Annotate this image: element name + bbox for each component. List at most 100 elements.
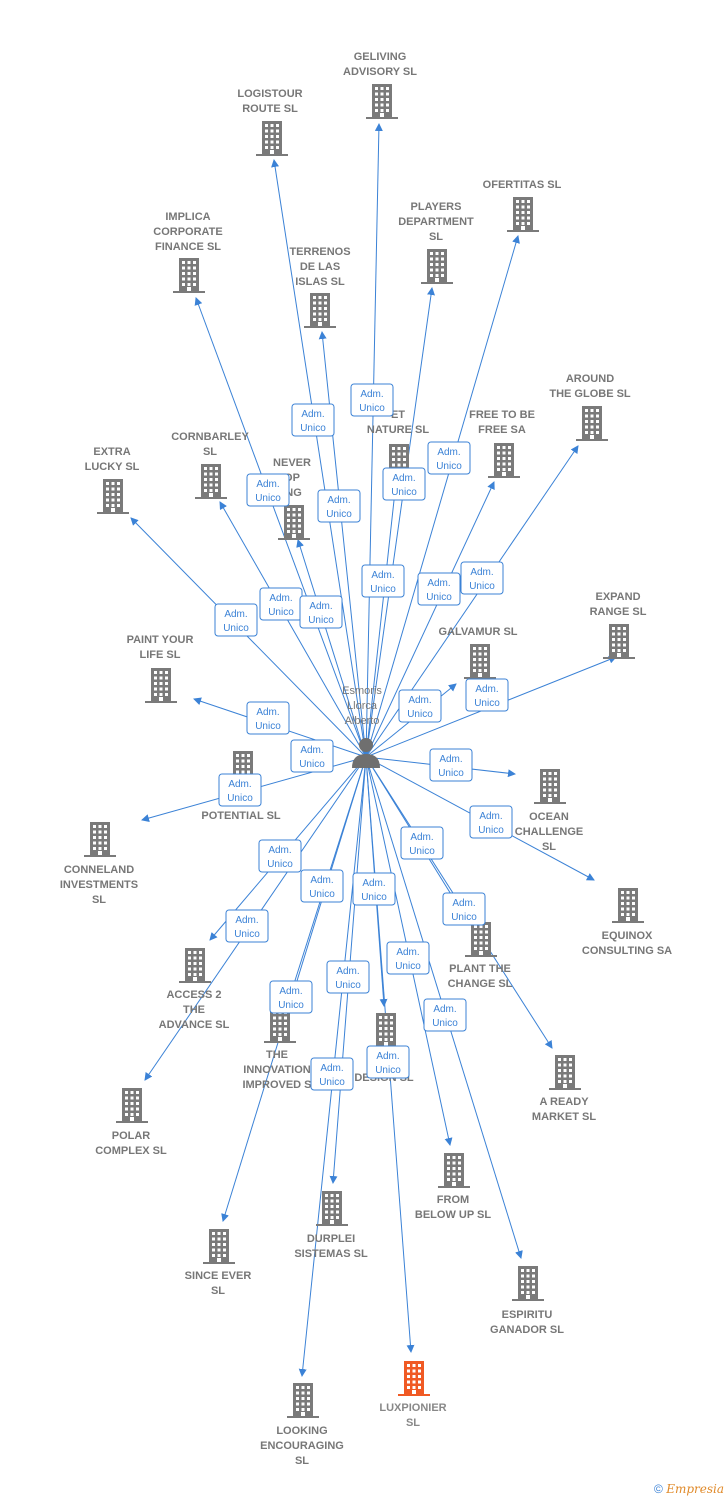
building-icon-extra[interactable] — [97, 479, 129, 514]
edge-implica — [194, 297, 367, 758]
svg-text:Adm.Unico: Adm.Unico — [359, 389, 385, 414]
copyright-symbol: © — [654, 1482, 663, 1496]
role-badge[interactable]: Adm.Unico — [427, 441, 471, 475]
role-badge[interactable]: Adm.Unico — [423, 998, 467, 1032]
role-badge[interactable]: Adm.Unico — [352, 872, 396, 906]
building-icon-espiritu[interactable] — [512, 1266, 544, 1301]
role-badge[interactable]: Adm.Unico — [350, 383, 394, 417]
role-badge[interactable]: Adm.Unico — [398, 689, 442, 723]
building-icon-aready[interactable] — [549, 1055, 581, 1090]
role-badge[interactable]: Adm.Unico — [225, 909, 269, 943]
role-badge[interactable]: Adm.Unico — [465, 678, 509, 712]
building-icon-looking[interactable] — [287, 1383, 319, 1418]
building-icon-implica[interactable] — [173, 258, 205, 293]
building-icon-paint[interactable] — [145, 668, 177, 703]
role-badge[interactable]: Adm.Unico — [429, 748, 473, 782]
role-badge[interactable]: Adm.Unico — [290, 739, 334, 773]
role-badge[interactable]: Adm.Unico — [218, 773, 262, 807]
svg-text:Adm.Unico: Adm.Unico — [255, 707, 281, 732]
role-badge[interactable]: Adm.Unico — [460, 561, 504, 595]
role-badge[interactable]: Adm.Unico — [258, 839, 302, 873]
role-badge[interactable]: Adm.Unico — [386, 941, 430, 975]
role-badge[interactable]: Adm.Unico — [259, 587, 303, 621]
building-icon-plant[interactable] — [465, 922, 497, 957]
building-icon-never[interactable] — [278, 505, 310, 540]
brand-logo: Empresia — [666, 1482, 724, 1496]
person-icon[interactable] — [352, 738, 380, 768]
role-badge[interactable]: Adm.Unico — [269, 980, 313, 1014]
svg-text:Adm.Unico: Adm.Unico — [227, 779, 253, 804]
building-icon-durplei[interactable] — [316, 1191, 348, 1226]
role-badge[interactable]: Adm.Unico — [469, 805, 513, 839]
role-badge[interactable]: Adm.Unico — [246, 701, 290, 735]
svg-text:Adm.Unico: Adm.Unico — [361, 878, 387, 903]
building-icon-polar[interactable] — [116, 1088, 148, 1123]
node-label-ofertitas[interactable]: OFERTITAS SL — [483, 179, 562, 191]
svg-text:Adm.Unico: Adm.Unico — [234, 915, 260, 940]
role-badge[interactable]: Adm.Unico — [246, 473, 290, 507]
building-icon-galvamur[interactable] — [464, 644, 496, 679]
role-badge[interactable]: Adm.Unico — [214, 603, 258, 637]
edge-cornbarley — [219, 501, 367, 758]
building-icon-logistour[interactable] — [256, 121, 288, 156]
building-icon-freeto[interactable] — [488, 443, 520, 478]
building-icon-frombelow[interactable] — [438, 1153, 470, 1188]
building-icon-conneland[interactable] — [84, 822, 116, 857]
role-badge[interactable]: Adm.Unico — [361, 564, 405, 598]
building-icon-equinox[interactable] — [612, 888, 644, 923]
role-badge[interactable]: Adm.Unico — [291, 403, 335, 437]
role-badge[interactable]: Adm.Unico — [299, 595, 343, 629]
building-icon-terrenos[interactable] — [304, 293, 336, 328]
building-icon-ocean[interactable] — [534, 769, 566, 804]
building-icon-around[interactable] — [576, 406, 608, 441]
building-icon-luxpionier[interactable] — [398, 1361, 430, 1396]
role-badge[interactable]: Adm.Unico — [310, 1057, 354, 1091]
role-badge[interactable]: Adm.Unico — [417, 572, 461, 606]
role-badge[interactable]: Adm.Unico — [317, 489, 361, 523]
building-icon-expand[interactable] — [603, 624, 635, 659]
role-badge[interactable]: Adm.Unico — [300, 869, 344, 903]
role-badge[interactable]: Adm.Unico — [326, 960, 370, 994]
building-icon-innovation[interactable] — [264, 1008, 296, 1043]
svg-text:Adm.Unico: Adm.Unico — [370, 570, 396, 595]
building-icon-ofertitas[interactable] — [507, 197, 539, 232]
building-icon-geliving[interactable] — [366, 84, 398, 119]
node-label-galvamur[interactable]: GALVAMUR SL — [438, 626, 517, 638]
building-icon-sinceever[interactable] — [203, 1229, 235, 1264]
building-icon-players[interactable] — [421, 249, 453, 284]
building-icon-cornbarley[interactable] — [195, 464, 227, 499]
building-icon-access[interactable] — [179, 948, 211, 983]
role-badge[interactable]: Adm.Unico — [442, 892, 486, 926]
role-badge[interactable]: Adm.Unico — [366, 1045, 410, 1079]
building-icon-design[interactable] — [370, 1013, 402, 1048]
role-badge[interactable]: Adm.Unico — [382, 467, 426, 501]
role-badge[interactable]: Adm.Unico — [400, 826, 444, 860]
